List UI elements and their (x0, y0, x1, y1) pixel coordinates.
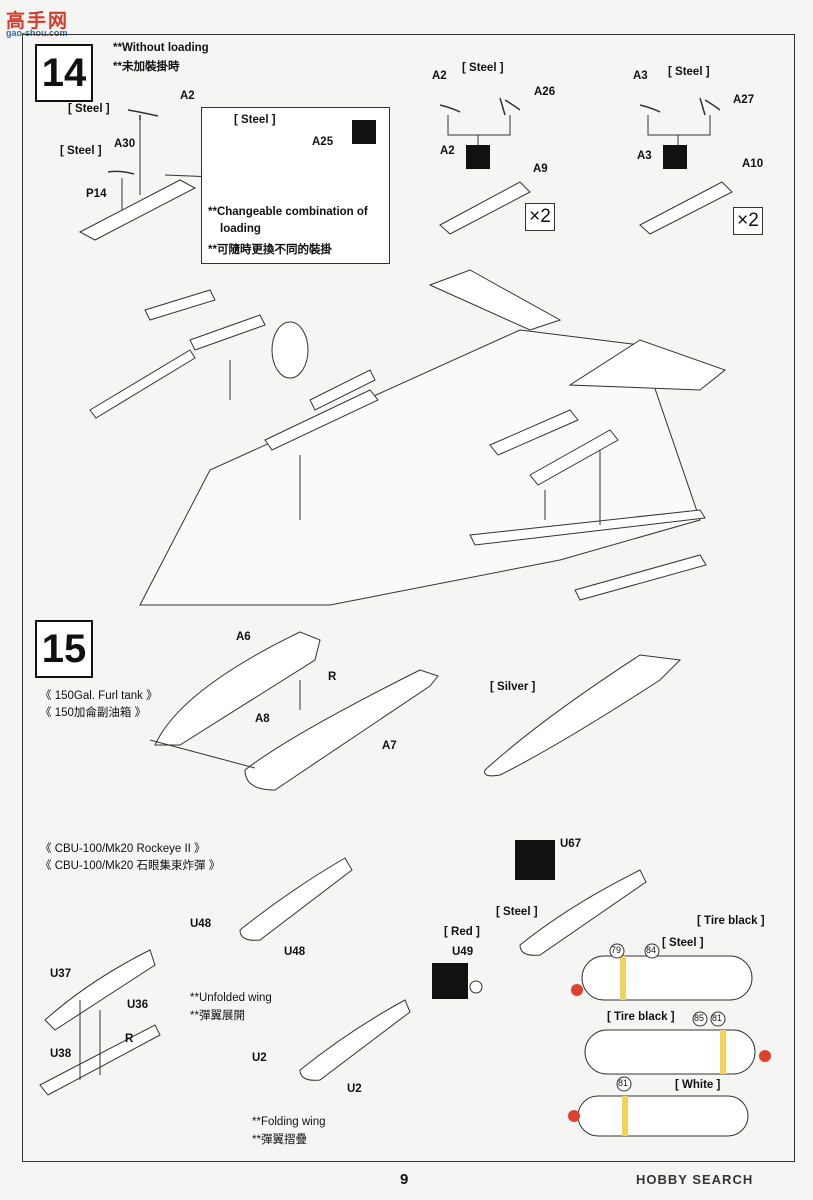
label-steel: [ Steel ] (68, 103, 110, 115)
paint-84: 84 (646, 945, 657, 955)
optional-symbol-icon (663, 145, 687, 169)
part-u38: U38 (50, 1048, 72, 1060)
part-u48: U48 (284, 946, 306, 958)
part-a3: A3 (633, 70, 648, 82)
cbu-title-zh: 《 CBU-100/Mk20 石眼集束炸彈 》 (40, 860, 221, 872)
part-a26: A26 (534, 86, 556, 98)
part-u67: U67 (560, 838, 582, 850)
label-steel: [ Steel ] (234, 114, 276, 126)
part-u36: U36 (127, 999, 149, 1011)
part-a8: A8 (255, 713, 270, 725)
callout-text-line1: **Changeable combination of (208, 206, 368, 218)
step-15-number: 15 (35, 620, 93, 678)
paint-81: 81 (618, 1078, 629, 1088)
watermark-logo: 高手网 (6, 11, 70, 32)
part-a25: A25 (312, 136, 334, 148)
part-u2: U2 (252, 1052, 267, 1064)
page-number: 9 (400, 1171, 409, 1188)
part-u37: U37 (50, 968, 72, 980)
unfolded-wing-note: **Unfolded wing (190, 992, 272, 1004)
optional-symbol-icon (466, 145, 490, 169)
paint-85: 85 (694, 1013, 705, 1023)
part-a30: A30 (114, 138, 136, 150)
part-p14: P14 (86, 188, 107, 200)
part-r: R (125, 1033, 134, 1045)
note-without-loading-zh: **未加裝掛時 (113, 61, 180, 73)
part-u2: U2 (347, 1083, 362, 1095)
callout-text-line2: loading (220, 223, 261, 235)
page-frame (22, 34, 795, 1162)
quantity-x2: ×2 (733, 207, 763, 235)
folding-wing-note-zh: **彈翼摺疊 (252, 1134, 307, 1146)
note-without-loading: **Without loading (113, 42, 209, 54)
hobby-search-logo: HOBBY SEARCH (636, 1172, 754, 1187)
tank-title-zh: 《 150加侖副油箱 》 (40, 707, 147, 719)
label-silver: [ Silver ] (490, 681, 536, 693)
optional-symbol-icon (352, 120, 376, 144)
unfolded-wing-note-zh: **彈翼展開 (190, 1010, 245, 1022)
watermark-url: gao-shou.com (6, 28, 68, 38)
part-a9: A9 (533, 163, 548, 175)
part-a6: A6 (236, 631, 251, 643)
cbu-title: 《 CBU-100/Mk20 Rockeye II 》 (40, 843, 206, 855)
part-u48: U48 (190, 918, 212, 930)
label-steel: [ Steel ] (496, 906, 538, 918)
label-tire-black: [ Tire black ] (697, 915, 765, 927)
part-a27: A27 (733, 94, 755, 106)
part-a7: A7 (382, 740, 397, 752)
part-a10: A10 (742, 158, 764, 170)
step-14-number: 14 (35, 44, 93, 102)
optional-symbol-icon (515, 840, 555, 880)
part-r: R (328, 671, 337, 683)
paint-79: 79 (611, 945, 622, 955)
part-u49: U49 (452, 946, 474, 958)
label-steel: [ Steel ] (668, 66, 710, 78)
label-steel: [ Steel ] (462, 62, 504, 74)
label-steel: [ Steel ] (662, 937, 704, 949)
tank-title: 《 150Gal. Furl tank 》 (40, 690, 158, 702)
part-a2: A2 (432, 70, 447, 82)
label-red: [ Red ] (444, 926, 480, 938)
quantity-x2: ×2 (525, 203, 555, 231)
label-steel: [ Steel ] (60, 145, 102, 157)
optional-symbol-icon (432, 963, 468, 999)
part-a2: A2 (180, 90, 195, 102)
callout-text-zh: **可隨時更換不同的裝掛 (208, 244, 332, 256)
part-a2: A2 (440, 145, 455, 157)
part-a3: A3 (637, 150, 652, 162)
paint-81: 81 (712, 1013, 723, 1023)
changeable-loading-callout: [ Steel ] A25 **Changeable combination o… (201, 107, 390, 264)
label-tire-black: [ Tire black ] (607, 1011, 675, 1023)
folding-wing-note: **Folding wing (252, 1116, 326, 1128)
label-white: [ White ] (675, 1079, 721, 1091)
